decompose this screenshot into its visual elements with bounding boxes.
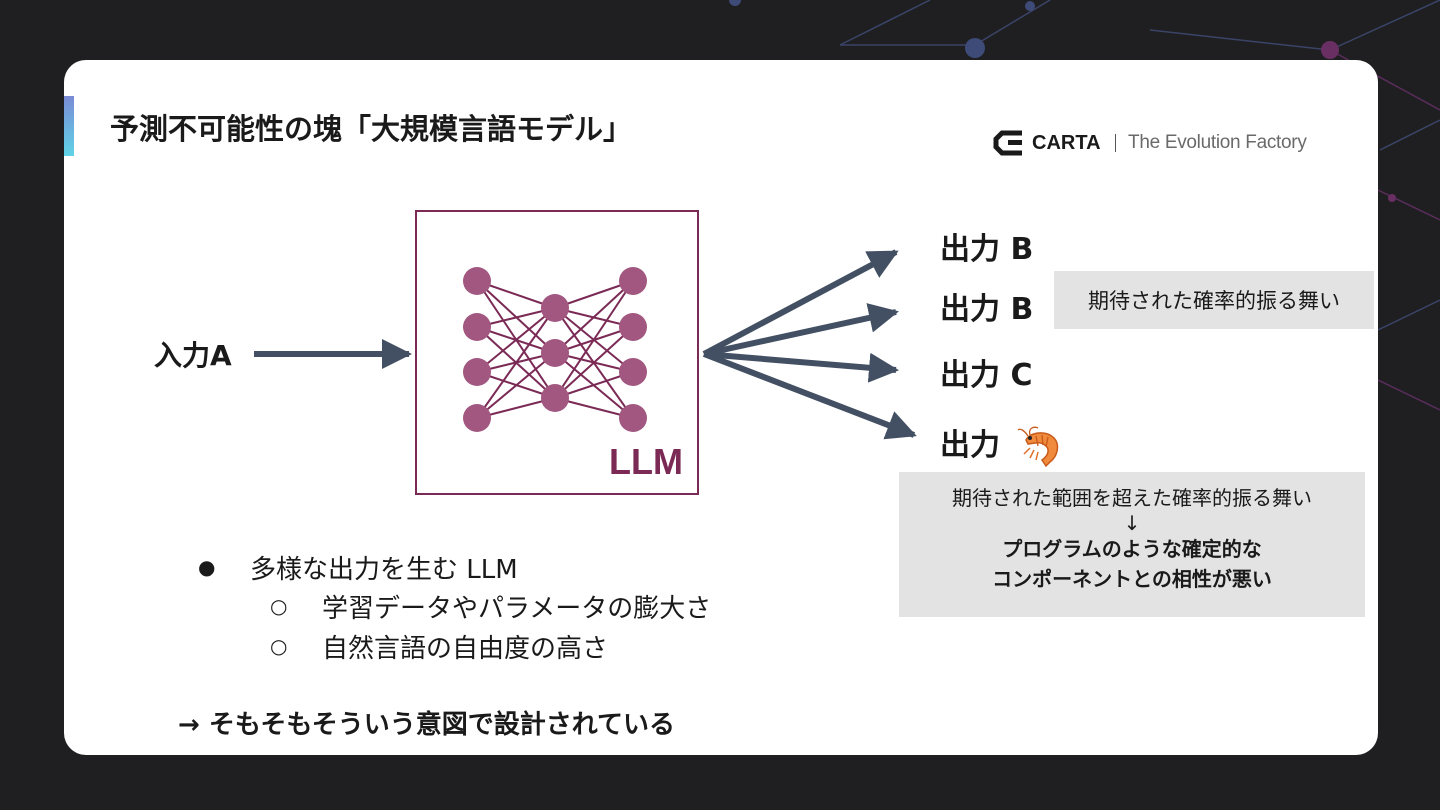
nn-edge	[476, 307, 556, 419]
sub-bullet-text: 学習データやパラメータの膨大さ	[322, 593, 712, 624]
output-label-3: 出力 C	[940, 358, 1033, 393]
output-label-4: 出力	[940, 420, 1066, 468]
sub-bullet-text: 自然言語の自由度の高さ	[322, 633, 609, 664]
nn-edge	[554, 280, 634, 399]
callout-line-3: コンポーネントとの相性が悪い	[992, 567, 1272, 591]
nn-edge	[554, 326, 634, 399]
list-item: ○ 自然言語の自由度の高さ	[198, 626, 711, 666]
bullet-marker: ●	[198, 555, 216, 579]
shrimp-icon	[1017, 426, 1059, 467]
callout-line-2: プログラムのような確定的な	[1002, 537, 1262, 561]
slide-card: 予測不可能性の塊「大規模言語モデル」 CARTA The Evolution F…	[64, 60, 1378, 755]
unexpected-behavior-callout: 期待された範囲を超えた確率的振る舞い ↓ プログラムのような確定的な コンポーネ…	[899, 472, 1365, 617]
llm-label: LLM	[609, 441, 683, 482]
carta-logo-icon	[993, 130, 1022, 156]
expected-behavior-callout: 期待された確率的振る舞い	[1054, 271, 1374, 329]
nn-node	[463, 313, 491, 341]
output-arrow-3	[703, 351, 899, 383]
slide-title: 予測不可能性の塊「大規模言語モデル」	[110, 112, 633, 146]
logo-name: CARTA	[1032, 131, 1101, 154]
neural-network-icon	[463, 267, 647, 432]
bullet-list: ● 多様な出力を生む LLM ○ 学習データやパラメータの膨大さ ○ 自然言語の…	[198, 548, 711, 666]
list-item: ○ 学習データやパラメータの膨大さ	[198, 586, 711, 626]
title-accent-bar	[64, 96, 74, 156]
nn-node	[619, 267, 647, 295]
nn-node	[619, 404, 647, 432]
callout-line-1: 期待された範囲を超えた確率的振る舞い	[952, 486, 1312, 510]
llm-box: LLM	[415, 210, 699, 495]
output-arrow-2	[703, 303, 899, 357]
output-arrow-4	[702, 351, 917, 440]
logo-tagline: The Evolution Factory	[1128, 132, 1307, 153]
nn-edge	[476, 307, 556, 373]
callout-arrow: ↓	[1123, 511, 1141, 535]
nn-node	[619, 313, 647, 341]
bullet-text: 多様な出力を生む LLM	[250, 554, 518, 585]
list-item: ● 多様な出力を生む LLM	[198, 548, 711, 586]
nn-node	[463, 267, 491, 295]
input-label: 入力A	[154, 339, 232, 372]
logo-separator	[1114, 134, 1117, 152]
sub-bullet-marker: ○	[270, 594, 288, 618]
output-label-1: 出力 B	[940, 232, 1034, 267]
output-label-4-text: 出力	[940, 428, 1000, 463]
nn-node	[541, 339, 569, 367]
nn-node	[541, 294, 569, 322]
output-arrow-1	[702, 249, 899, 357]
nn-node	[463, 404, 491, 432]
nn-node	[463, 358, 491, 386]
output-label-2: 出力 B	[940, 292, 1034, 327]
nn-node	[541, 384, 569, 412]
nn-node	[619, 358, 647, 386]
sub-bullet-marker: ○	[270, 634, 288, 658]
flow-arrows	[254, 249, 917, 440]
carta-logo: CARTA The Evolution Factory	[992, 126, 1307, 160]
nn-edge	[554, 280, 634, 354]
conclusion-text: → そもそもそういう意図で設計されている	[178, 710, 676, 740]
nn-edge	[476, 352, 556, 419]
